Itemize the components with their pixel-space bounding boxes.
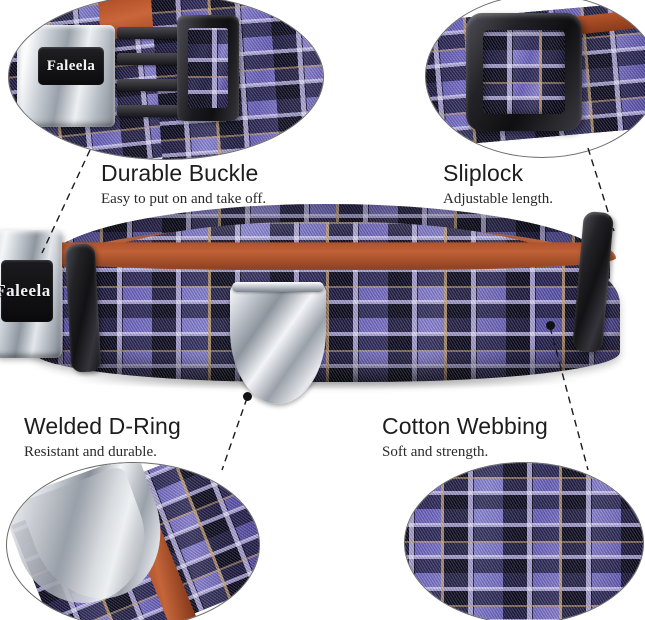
closeup-plaid-weave (405, 463, 643, 620)
buckle-brand-plate: Faleela (0, 260, 53, 322)
collar-drop-shadow (70, 372, 580, 390)
closeup-metal-buckle: Faleela (17, 25, 115, 127)
d-ring-body (230, 282, 326, 404)
webbing-closeup-image (405, 463, 643, 620)
feature-label-sliplock: Sliplock Adjustable length. (443, 160, 553, 209)
d-ring (230, 282, 326, 404)
feature-subtitle-sliplock: Adjustable length. (443, 191, 553, 207)
sliplock-closeup-image (426, 0, 645, 157)
callout-dot-cotton (546, 321, 555, 330)
d-ring-top-bar (232, 282, 324, 292)
closeup-sliplock-window (483, 30, 565, 114)
buckle-prong (117, 105, 179, 117)
closeup-buckle-prongs (117, 21, 179, 131)
inset-dring-closeup (6, 462, 260, 620)
inset-sliplock-closeup (425, 0, 645, 158)
feature-subtitle-dring: Resistant and durable. (24, 444, 157, 460)
feature-heading-sliplock: Sliplock (443, 160, 524, 186)
feature-subtitle-buckle: Easy to put on and take off. (101, 191, 267, 207)
closeup-brand-text: Faleela (46, 57, 96, 74)
collar-leather-piping (40, 242, 616, 270)
closeup-sliplock-window (188, 28, 228, 108)
hero-product-image: Faleela (0, 196, 645, 411)
feature-heading-cotton: Cotton Webbing (382, 413, 548, 439)
dring-closeup-image (7, 463, 259, 620)
feature-heading-buckle: Durable Buckle (101, 160, 259, 186)
callout-dot-dring (243, 392, 252, 401)
buckle-prong (117, 79, 179, 91)
inset-webbing-closeup (404, 462, 644, 620)
inset-buckle-closeup: Faleela (8, 0, 324, 160)
metal-buckle: Faleela (0, 230, 62, 358)
feature-label-cotton: Cotton Webbing Soft and strength. (382, 413, 548, 462)
d-ring-opening (248, 300, 308, 386)
buckle-closeup-image: Faleela (9, 0, 323, 159)
closeup-brand-plate: Faleela (38, 47, 104, 85)
feature-heading-dring: Welded D-Ring (24, 413, 181, 439)
closeup-sliplock-ring (466, 13, 582, 131)
closeup-sliplock (177, 15, 239, 121)
buckle-brand-text: Faleela (0, 281, 51, 300)
feature-subtitle-cotton: Soft and strength. (382, 444, 489, 460)
buckle-prong (117, 27, 179, 39)
feature-label-dring: Welded D-Ring Resistant and durable. (24, 413, 181, 462)
buckle-prong (117, 53, 179, 65)
feature-label-buckle: Durable Buckle Easy to put on and take o… (101, 160, 266, 209)
